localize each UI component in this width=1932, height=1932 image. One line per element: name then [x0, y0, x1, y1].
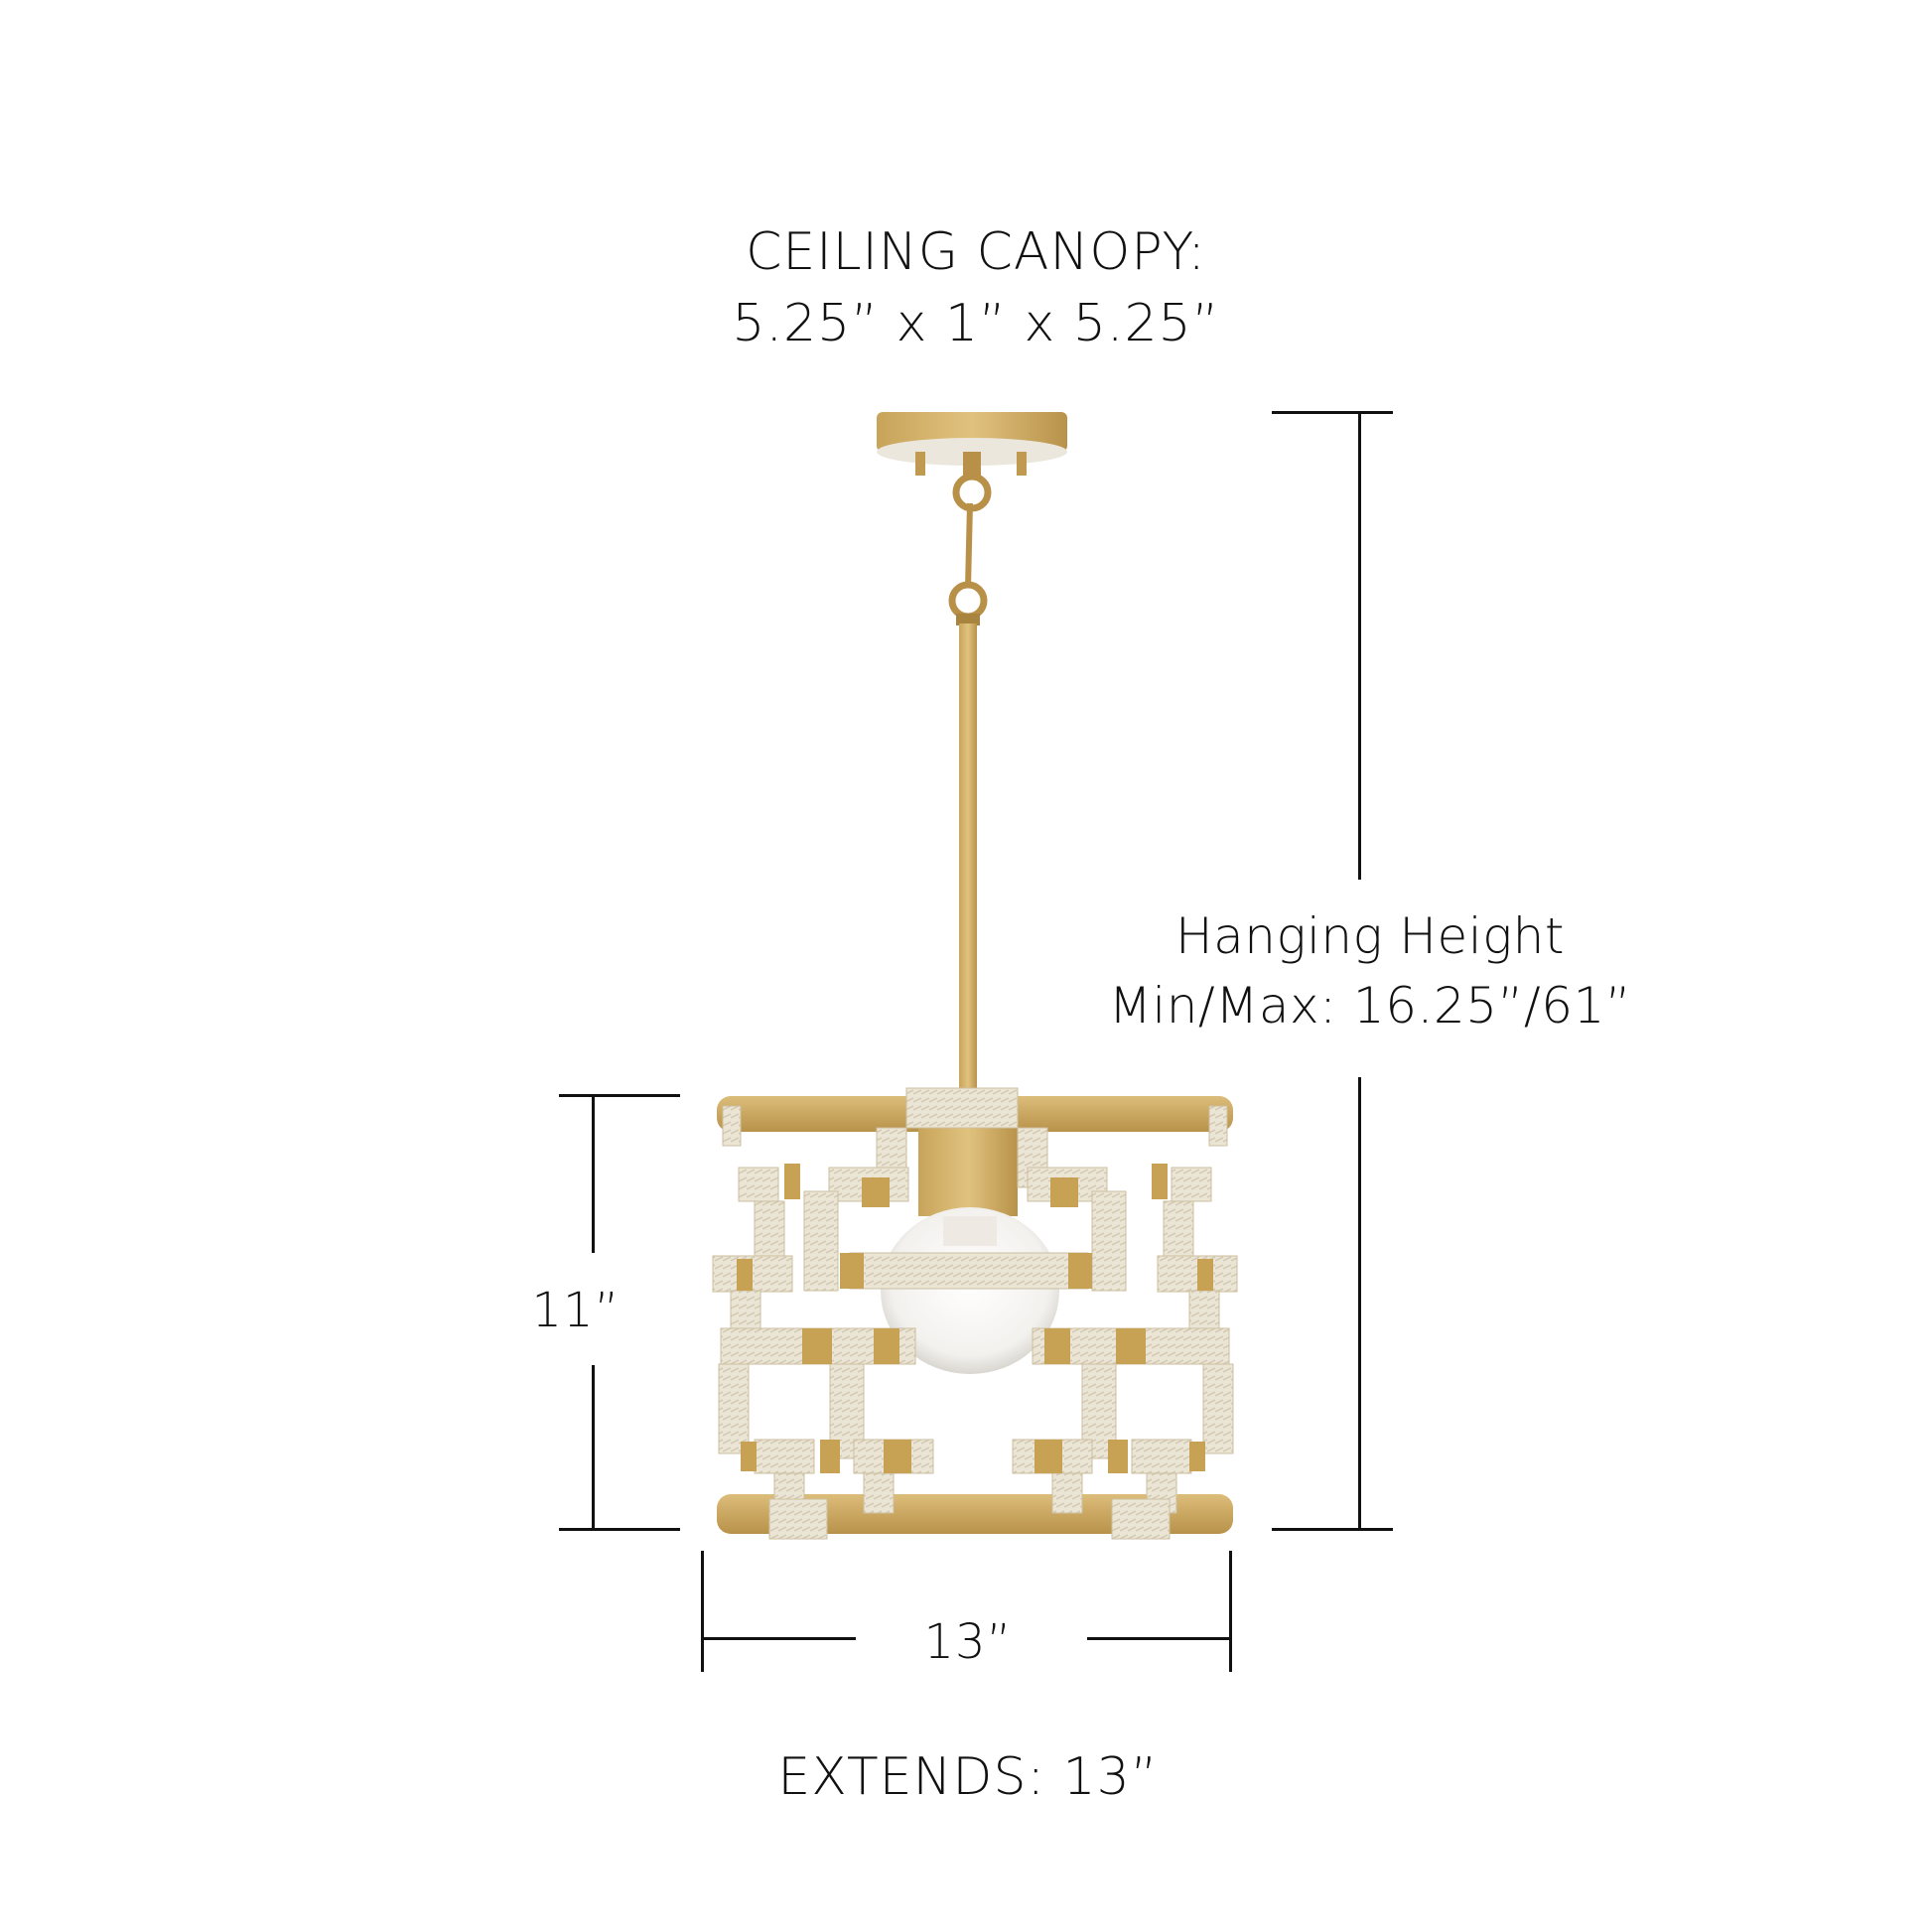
hanging-height-title: Hanging Height — [1175, 907, 1565, 965]
ceiling-canopy-label: CEILING CANOPY: 5.25” x 1” x 5.25” — [579, 226, 1373, 369]
extends-label: EXTENDS: 13” — [777, 1747, 1159, 1807]
width-label: 13” — [923, 1614, 1013, 1670]
ceiling-canopy-title: CEILING CANOPY: — [746, 222, 1206, 282]
lamp-shade — [712, 1087, 1238, 1540]
hanging-height-range: Min/Max: 16.25”/61” — [1108, 977, 1632, 1035]
hanging-height-label: Hanging Height Min/Max: 16.25”/61” — [1062, 911, 1678, 1050]
ceiling-canopy-size: 5.25” x 1” x 5.25” — [732, 294, 1220, 353]
ceiling-canopy — [877, 412, 1067, 621]
height-label: 11” — [531, 1283, 621, 1338]
pendant-rod — [956, 614, 980, 1100]
